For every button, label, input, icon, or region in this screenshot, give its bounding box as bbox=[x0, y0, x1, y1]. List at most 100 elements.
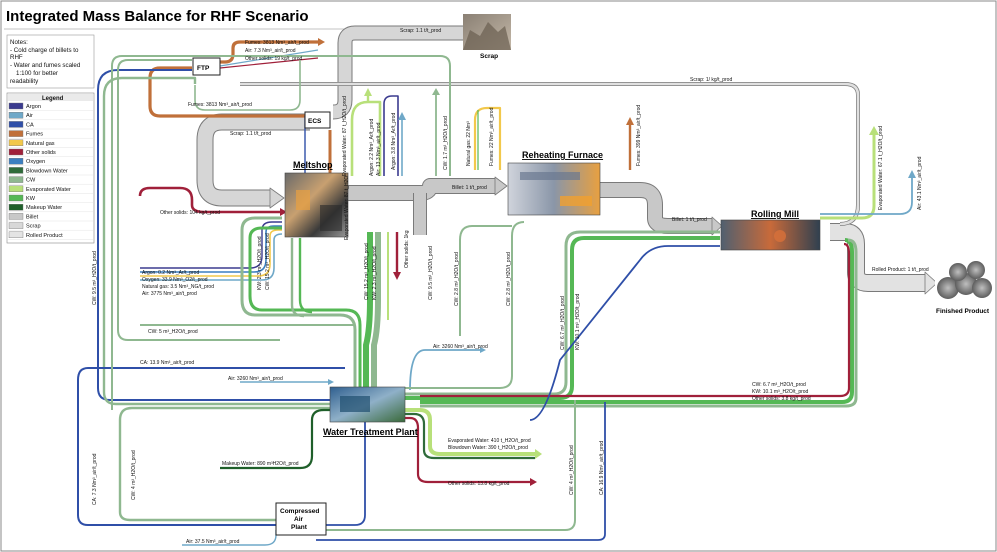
flow-rolled-head bbox=[924, 271, 938, 295]
legend-swatch bbox=[8, 167, 24, 174]
legend-swatch bbox=[8, 203, 24, 211]
label-ms-air-out: Air: 13.3 Nm³_air/t_prod bbox=[376, 122, 382, 176]
rolling-photo[interactable] bbox=[720, 219, 821, 251]
flow-ms-argon-in bbox=[140, 221, 282, 269]
legend-swatch bbox=[8, 111, 24, 119]
label-evap-wtp: Evaporated Water: 410 t_H2O/t_prod bbox=[448, 438, 531, 444]
flow-rf-cw-up-head bbox=[432, 88, 440, 95]
coil-4 bbox=[949, 263, 967, 281]
flow-rm-evap bbox=[820, 135, 876, 220]
cap-node[interactable] bbox=[275, 502, 327, 536]
scrap-label: Scrap bbox=[480, 53, 498, 60]
legend-label: Billet bbox=[26, 214, 39, 220]
flow-billet-rf bbox=[600, 183, 712, 233]
cap-label-3: Plant bbox=[291, 524, 308, 531]
meltshop-photo-glow bbox=[296, 190, 310, 210]
label-kw-rm-v: KW: 10.1 m³_H2O/t_prod bbox=[575, 293, 581, 350]
labels-layer: Scrap: 1.1 t/t_prod Scrap: 1/ kg/t_prod … bbox=[92, 28, 929, 545]
reheating-photo[interactable] bbox=[507, 162, 601, 216]
legend-swatch bbox=[8, 222, 24, 229]
label-cw-rm-v: CW: 6.7 m³_H2O/t_prod bbox=[560, 296, 566, 350]
legend-label: Argon bbox=[26, 104, 41, 110]
legend-swatch bbox=[8, 185, 24, 193]
flow-scrap-ms bbox=[197, 114, 310, 206]
note-line: readability bbox=[10, 78, 39, 85]
legend-item: Billet bbox=[8, 213, 93, 222]
legend-item: Natural gas bbox=[8, 139, 93, 148]
flow-cw-left-2 bbox=[117, 59, 280, 341]
label-scrap-rm: Scrap: 1/ kg/t_prod bbox=[690, 77, 732, 83]
label-air-cap: Air: 37.5 Nm³_air/t_prod bbox=[186, 539, 240, 545]
label-billet-ms: Billet: 1 t/t_prod bbox=[452, 185, 487, 191]
legend-label: KW bbox=[26, 196, 36, 202]
legend-label: Evaporated Water bbox=[26, 187, 71, 193]
wtp-photo-tank bbox=[340, 396, 370, 412]
ftp-node[interactable] bbox=[192, 57, 221, 76]
legend-swatch bbox=[8, 139, 24, 147]
coil-5 bbox=[967, 261, 985, 279]
legend-item: Oxygen bbox=[8, 157, 93, 167]
label-cw-lower-left: CW: 4 m³_H2O/t_prod bbox=[131, 450, 137, 500]
reheating-photo-glow bbox=[560, 196, 592, 206]
label-blowdown: Blowdown Water: 390 t_H2O/t_prod bbox=[448, 445, 528, 451]
label-air-wtp-top: Air: 3260 Nm³_air/t_prod bbox=[433, 344, 488, 350]
legend-item: Makeup Water bbox=[8, 203, 93, 213]
coil-1 bbox=[937, 277, 959, 299]
flow-makeup bbox=[220, 408, 332, 470]
flow-wtp-blowdown bbox=[405, 412, 535, 460]
flow-fumes-ftp-head bbox=[318, 38, 325, 46]
label-ftp-fumes: Fumes: 3813 Nm³_air/t_prod bbox=[245, 40, 309, 46]
label-ms-argon-v: Argon: 3.8 Nm³_Ar/t_prod bbox=[391, 113, 397, 170]
rolling-photo-glow bbox=[774, 230, 786, 242]
legend-label: Rolled Product bbox=[26, 233, 63, 239]
legend-label: Other solids bbox=[26, 150, 56, 156]
finished-label: Finished Product bbox=[936, 308, 990, 315]
label-ms-argon: Argon: 0.2 Nm³_Ar/t_prod bbox=[142, 270, 199, 276]
legend-item: CA bbox=[8, 121, 93, 130]
label-ms-cw2: CW: 15.2 m³_H2O/t_prod bbox=[265, 233, 271, 290]
label-ms-cw3: CW: 9.5 m³_H2O/t_prod bbox=[428, 246, 434, 300]
label-rm-cw: CW: 6.7 m³_H2O/t_prod bbox=[752, 382, 806, 388]
label-scrap-ms: Scrap: 1.1 t/t_prod bbox=[230, 131, 271, 137]
flow-ms-air-in bbox=[140, 233, 283, 281]
flow-rolled bbox=[830, 224, 925, 291]
label-rf-fumes-small: Fumes: 22 Nm³_air/t_prod bbox=[489, 107, 495, 166]
ecs-node[interactable] bbox=[304, 111, 331, 129]
flow-kw-rm bbox=[405, 236, 720, 400]
label-makeup: Makeup Water: 890 m³H2O/t_prod bbox=[222, 461, 299, 467]
legend-label: Blowdown Water bbox=[26, 168, 68, 174]
note-line: RHF bbox=[10, 54, 23, 61]
flow-cw-lower-left bbox=[118, 406, 330, 522]
diagram-title: Integrated Mass Balance for RHF Scenario bbox=[6, 8, 309, 25]
label-ca-mid: CA: 13.9 Nm³_air/t_prod bbox=[140, 360, 194, 366]
flow-cw-ftp bbox=[194, 60, 301, 111]
label-ms-argon: Argon: 2.2 Nm³_Ar/t_prod bbox=[369, 119, 375, 176]
cap-label-2: Air bbox=[294, 516, 304, 523]
label-ca-far-left: CA: 7.3 Nm³_air/t_prod bbox=[92, 453, 98, 505]
flow-cw-rm bbox=[405, 230, 720, 396]
ftp-label: FTP bbox=[197, 65, 210, 72]
note-line: - Cold charge of billets to bbox=[10, 47, 79, 54]
flow-ms-air-head bbox=[398, 112, 406, 120]
flow-cw-rf-2 bbox=[459, 225, 512, 336]
meltshop-photo-shade bbox=[320, 205, 342, 231]
legend-label: Natural gas bbox=[26, 141, 55, 147]
label-ms-evap-v: Evaporated Water: 87 t_H2O bbox=[344, 176, 350, 240]
label-ms-kw2: KW: 2.3 m³_H2O/t_prod bbox=[257, 236, 263, 290]
note-line: Notes: bbox=[10, 39, 28, 46]
wtp-title: Water Treatment Plant bbox=[323, 427, 418, 437]
legend-label: CW bbox=[26, 178, 36, 184]
flow-ms-cw-down bbox=[290, 238, 305, 318]
flow-ms-cw-wtp bbox=[371, 232, 381, 390]
label-billet-rf: Billet: 1 t/t_prod bbox=[672, 217, 707, 223]
flow-ca-cap bbox=[316, 420, 366, 526]
label-rm-air: Air: 43.1 Nm³_air/t_prod bbox=[917, 156, 923, 210]
cap-label-1: Compressed bbox=[280, 508, 319, 515]
flow-ms-solids-head bbox=[280, 208, 287, 216]
flow-scrap-top bbox=[332, 26, 470, 119]
label-rm-evap: Evaporated Water: 67.1 t_H2O/t_prod bbox=[878, 126, 884, 210]
flow-ms-oxygen-in bbox=[140, 225, 282, 273]
flow-rf-ng bbox=[473, 106, 502, 170]
label-solids-ms: Other solids: 104 kg/t_prod bbox=[160, 210, 220, 216]
legend-swatch bbox=[8, 176, 24, 183]
